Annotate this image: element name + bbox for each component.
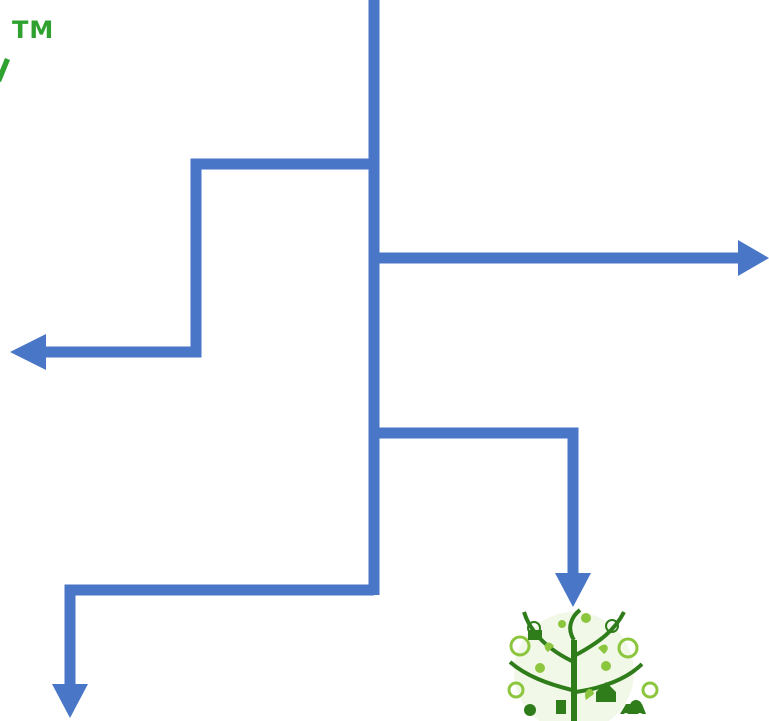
arrow-down-right-head [555,573,591,607]
arrow-left-upper-head [10,334,46,370]
arrow-down-left-head [52,684,88,718]
branch-left-upper [42,158,374,358]
branch-down-right [374,427,579,578]
branch-left-lower [64,584,374,688]
arrow-right-head [738,240,769,276]
trademark-mark: TM [12,16,55,44]
eco-tree-icon [507,608,659,721]
logo-fragment [0,56,12,84]
